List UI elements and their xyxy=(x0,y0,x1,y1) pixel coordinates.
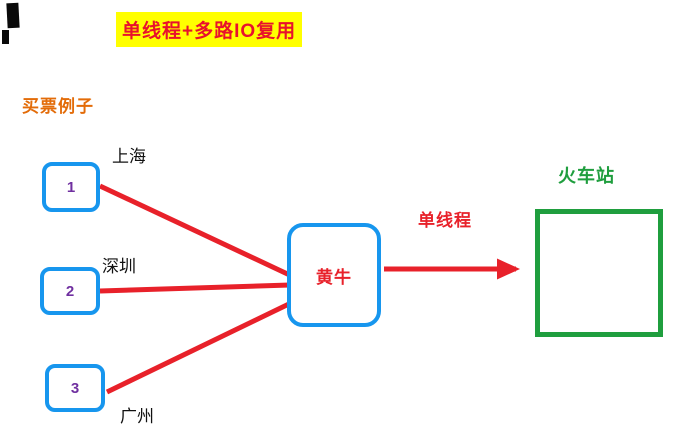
arrow-label-single-thread: 单线程 xyxy=(418,211,472,230)
city-label-guangzhou: 广州 xyxy=(120,407,154,426)
city-label-shanghai: 上海 xyxy=(112,147,146,166)
edge-guangzhou-hub xyxy=(105,299,295,395)
station-label: 火车站 xyxy=(558,166,615,186)
pen-mark xyxy=(2,30,9,44)
client-node-2: 2 xyxy=(40,267,100,315)
client-node-2-number: 2 xyxy=(65,282,75,300)
client-node-3-number: 3 xyxy=(70,379,80,397)
pen-mark xyxy=(6,2,20,29)
diagram-subtitle: 买票例子 xyxy=(22,97,94,116)
city-label-shenzhen: 深圳 xyxy=(102,257,136,276)
hub-node-label: 黄牛 xyxy=(316,267,352,287)
client-node-3: 3 xyxy=(45,364,105,412)
edge-shenzhen-hub xyxy=(99,282,291,294)
diagram-title: 单线程+多路IO复用 xyxy=(116,12,303,47)
client-node-1: 1 xyxy=(42,162,100,212)
client-node-1-number: 1 xyxy=(66,178,76,196)
station-node xyxy=(535,209,663,337)
hub-node-scalper: 黄牛 xyxy=(287,223,381,327)
